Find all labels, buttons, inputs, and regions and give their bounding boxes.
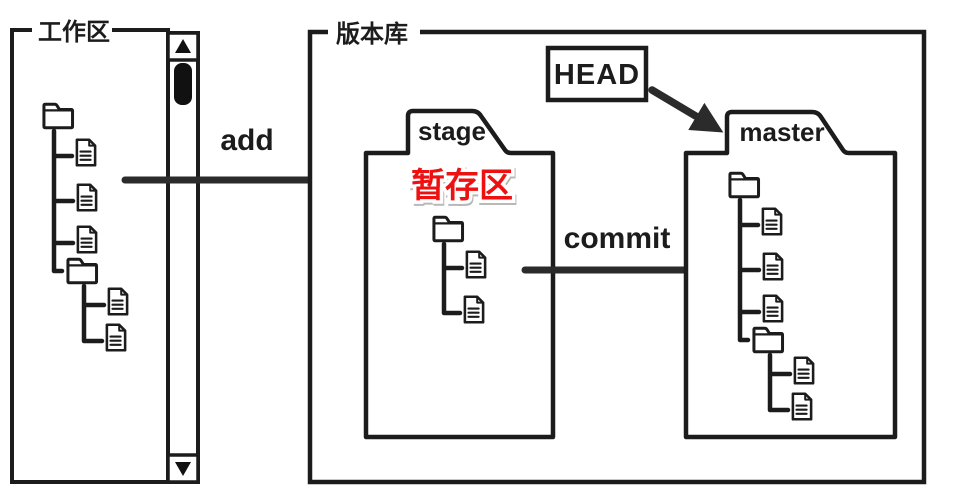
file-icon — [793, 356, 815, 385]
tree-connectors — [441, 241, 465, 316]
repository-box: 版本库 HEAD stage 暂存区 commit — [307, 19, 927, 485]
scroll-up-button[interactable] — [166, 31, 200, 62]
scrollbar[interactable] — [166, 31, 200, 484]
file-icon — [107, 287, 129, 316]
file-icon — [791, 392, 813, 421]
file-icon — [463, 295, 485, 324]
add-arrow-group: add — [121, 124, 355, 195]
workspace-label-bg — [32, 17, 112, 43]
stage-folder: stage 暂存区 — [363, 108, 556, 440]
head-box — [545, 45, 649, 103]
file-icon — [761, 207, 783, 236]
master-file-tree — [728, 171, 815, 421]
stage-folder-shape — [363, 108, 556, 440]
staging-area-label: 暂存区 — [411, 167, 513, 205]
triangle-down-icon — [175, 462, 191, 476]
head-label: HEAD — [554, 59, 640, 91]
scrollbar-thumb[interactable] — [174, 63, 192, 105]
repository-label-bg — [328, 19, 420, 45]
file-icon — [75, 138, 97, 167]
file-icon — [762, 252, 784, 281]
workspace-box: 工作区 — [10, 17, 170, 484]
tree-connectors — [51, 128, 107, 344]
workspace-file-tree — [42, 102, 129, 352]
workspace-border — [10, 28, 170, 484]
file-icon — [105, 323, 127, 352]
head-pointer: HEAD — [545, 45, 724, 133]
file-icon — [465, 250, 487, 279]
master-folder: master — [683, 109, 898, 440]
tree-connectors — [737, 197, 793, 413]
file-icon — [762, 294, 784, 323]
triangle-up-icon — [175, 39, 191, 53]
master-tab-label: master — [739, 117, 824, 147]
stage-tab-label: stage — [418, 116, 486, 146]
add-arrow-label: add — [220, 124, 273, 157]
head-to-master-arrow — [648, 86, 724, 133]
workspace-label: 工作区 — [38, 19, 110, 46]
stage-file-tree — [432, 215, 487, 324]
commit-arrow-group: commit — [521, 222, 725, 285]
file-icon — [76, 225, 98, 254]
file-icon — [76, 183, 98, 212]
master-folder-shape — [683, 109, 898, 440]
commit-arrow-label: commit — [564, 222, 671, 255]
repository-label: 版本库 — [336, 21, 408, 48]
